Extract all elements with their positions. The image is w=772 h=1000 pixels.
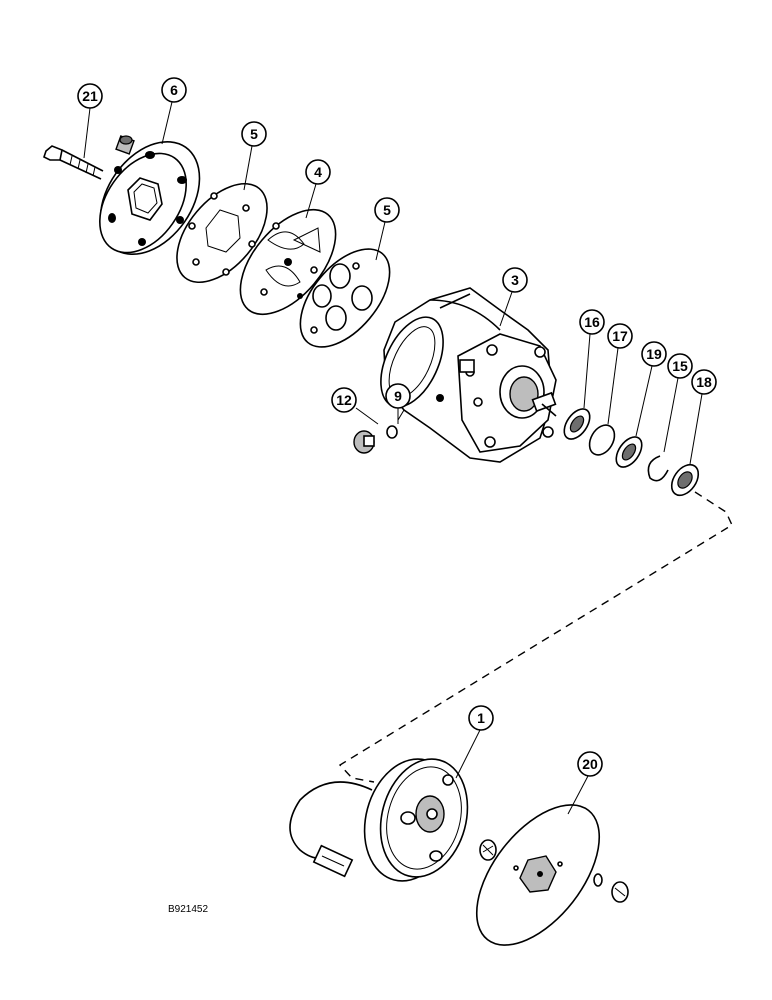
callout-15: 15 bbox=[667, 353, 693, 379]
callout-15-label: 15 bbox=[672, 358, 688, 374]
compressor-body-part-3 bbox=[380, 287, 557, 463]
hardware-nuts bbox=[479, 839, 629, 903]
callout-18: 18 bbox=[691, 369, 717, 395]
callout-21-label: 21 bbox=[82, 88, 98, 104]
assembly-path-dashed bbox=[338, 491, 733, 783]
callout-3: 3 bbox=[502, 267, 528, 293]
callout-17: 17 bbox=[607, 323, 633, 349]
bolt-part-21 bbox=[43, 145, 104, 180]
callout-1-label: 1 bbox=[477, 710, 485, 726]
callout-9-label: 9 bbox=[394, 388, 402, 404]
callout-12-label: 12 bbox=[336, 392, 352, 408]
callout-6-label: 6 bbox=[170, 82, 178, 98]
o-ring-part-9 bbox=[386, 425, 398, 439]
callout-5-right: 5 bbox=[374, 197, 400, 223]
leader-lines bbox=[83, 101, 703, 815]
callout-19-label: 19 bbox=[646, 346, 662, 362]
callout-16-label: 16 bbox=[584, 314, 600, 330]
callout-20-label: 20 bbox=[582, 756, 598, 772]
seal-seat-part-19 bbox=[615, 436, 643, 468]
callout-4-label: 4 bbox=[314, 164, 322, 180]
callout-17-label: 17 bbox=[612, 328, 628, 344]
callout-16: 16 bbox=[579, 309, 605, 335]
callout-5-left-label: 5 bbox=[250, 126, 258, 142]
seal-part-16 bbox=[563, 408, 591, 440]
callouts: 21 6 5 4 5 3 9 12 bbox=[77, 77, 717, 777]
callout-20: 20 bbox=[577, 751, 603, 777]
gasket-part-5-right bbox=[299, 248, 391, 348]
cover-plate-part-20 bbox=[475, 804, 601, 946]
callout-4: 4 bbox=[305, 159, 331, 185]
snap-ring-part-15 bbox=[647, 455, 669, 482]
callout-19: 19 bbox=[641, 341, 667, 367]
callout-6: 6 bbox=[161, 77, 187, 103]
seal-part-18 bbox=[670, 463, 700, 497]
o-ring-part-17 bbox=[588, 424, 616, 456]
callout-5-left: 5 bbox=[241, 121, 267, 147]
gasket-part-5-left bbox=[176, 182, 268, 284]
callout-21: 21 bbox=[77, 83, 103, 109]
callout-12: 12 bbox=[331, 387, 357, 413]
callout-3-label: 3 bbox=[511, 272, 519, 288]
front-head-part-6 bbox=[99, 135, 201, 256]
plug-part-12 bbox=[353, 430, 375, 454]
valve-plate-part-4 bbox=[239, 208, 337, 316]
clutch-assembly-part-1 bbox=[289, 758, 469, 882]
callout-18-label: 18 bbox=[696, 374, 712, 390]
callout-5-right-label: 5 bbox=[383, 202, 391, 218]
figure-id: B921452 bbox=[168, 904, 208, 915]
callout-9: 9 bbox=[385, 383, 411, 409]
callout-1: 1 bbox=[468, 705, 494, 731]
